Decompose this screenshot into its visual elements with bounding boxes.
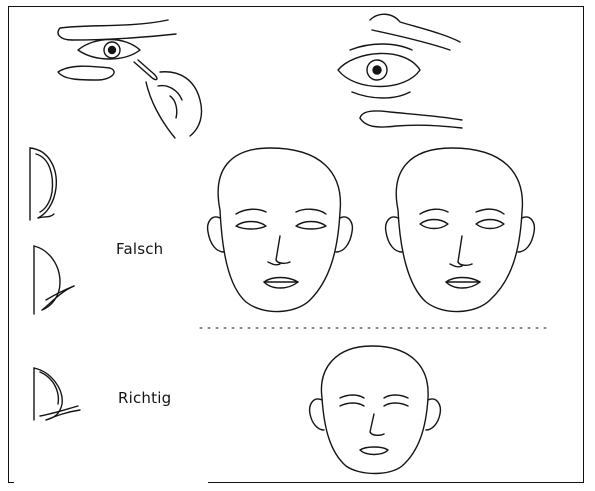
lid-profile-3 xyxy=(34,368,80,420)
blank-patch xyxy=(14,441,208,483)
lid-profile-2 xyxy=(34,246,74,314)
face-richtig xyxy=(310,346,441,474)
eye-drop-illustration xyxy=(58,20,202,138)
face-falsch-2 xyxy=(386,148,535,312)
label-falsch: Falsch xyxy=(116,240,163,258)
lid-profile-1 xyxy=(30,148,56,220)
eyelid-open-illustration xyxy=(338,14,462,128)
face-falsch-1 xyxy=(208,148,353,312)
label-richtig: Richtig xyxy=(118,389,171,407)
